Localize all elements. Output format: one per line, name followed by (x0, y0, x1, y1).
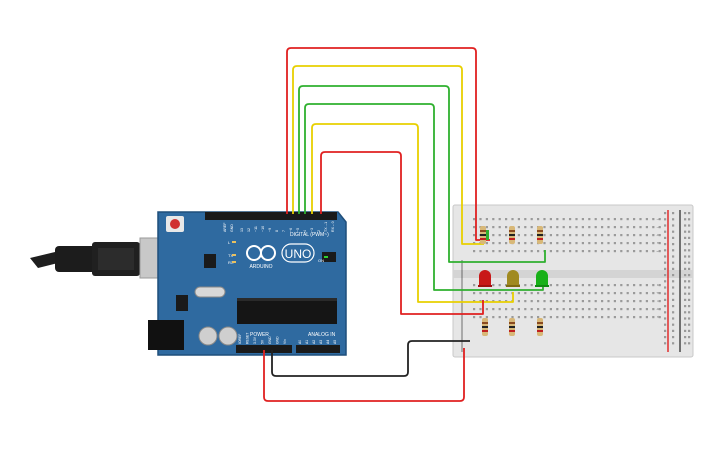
pin-label: 5V (261, 339, 265, 344)
resistor-3 (537, 226, 543, 244)
row-letter: i (655, 227, 660, 228)
row-letter: b (655, 307, 660, 310)
pin-label: 4 (303, 230, 307, 232)
bottom-resistors (482, 318, 543, 336)
pin-label: A3 (319, 340, 323, 344)
wire-green-pin11 (298, 85, 546, 263)
usb-cable (30, 237, 167, 279)
wires (263, 47, 546, 402)
aref-label: AREF (223, 223, 227, 232)
pin-label: ~10 (261, 226, 265, 232)
pin-label: ~6 (289, 228, 293, 232)
pin-label: 7 (282, 230, 286, 232)
pin-label: 13 (240, 228, 244, 232)
row-letter: c (655, 300, 660, 302)
arduino-logo-icon (246, 245, 276, 261)
leds (478, 270, 549, 287)
pin-label: ~11 (254, 226, 258, 232)
row-letter: e (655, 283, 660, 286)
led-yellow (506, 270, 520, 287)
row-letter: j (655, 219, 660, 221)
digital-header (205, 212, 337, 220)
l-label: L (228, 240, 231, 245)
pin-label: A0 (298, 340, 302, 344)
wire-yellow-pin12 (292, 65, 484, 245)
pin-label: GND (276, 336, 280, 344)
row-letter: d (655, 292, 660, 294)
on-label: ON (318, 258, 324, 263)
resistor-5 (509, 318, 515, 336)
power-header (236, 345, 292, 353)
pin-label: A2 (312, 340, 316, 344)
wire-yellow-pin9 (311, 123, 514, 303)
pin-label: GND (268, 336, 272, 344)
top-resistors (480, 226, 543, 244)
pin-label: A5 (333, 340, 337, 344)
dc-jack (148, 320, 184, 350)
pin-label: A1 (305, 340, 309, 344)
digital-label: DIGITAL (PWM~) (290, 232, 329, 238)
breadboard-row-letters: j i h g f e d c b a (655, 219, 660, 318)
pin-label: RESET (246, 333, 250, 344)
resistor-2 (509, 226, 515, 244)
row-letter: g (655, 242, 660, 244)
analog-label: ANALOG IN (308, 332, 336, 338)
breadboard-holes (473, 212, 691, 345)
atmega-chip (237, 298, 337, 324)
row-letter: h (655, 234, 660, 236)
wire-red-pin8 (320, 151, 484, 315)
rx-label: RX (228, 260, 234, 265)
pin-label: A4 (326, 340, 330, 344)
resistor-4 (482, 318, 488, 336)
pin-label: 3.3V (253, 336, 257, 344)
pin-label: 2 (317, 230, 321, 232)
row-letter: f (655, 250, 660, 252)
gnd-label: GND (230, 224, 234, 232)
resistor-1 (480, 226, 486, 244)
tx-label: TX (228, 253, 233, 258)
led-green (535, 270, 549, 287)
pin-label: IOREF (238, 334, 242, 344)
power-label: POWER (250, 332, 269, 338)
wire-red-pin13 (286, 47, 490, 241)
pin-label: RX←0 (331, 221, 335, 232)
pin-label: 8 (275, 230, 279, 232)
pin-label: ~5 (296, 228, 300, 232)
pin-label: ~9 (268, 228, 272, 232)
analog-header (296, 345, 340, 353)
wire-black-gnd (271, 340, 470, 377)
pin-label: 12 (247, 228, 251, 232)
model-label: UNO (285, 247, 312, 261)
wire-green-pin10 (304, 103, 544, 291)
wire-red-5v (263, 348, 465, 402)
resistor-6 (537, 318, 543, 336)
arduino-board: UNO ARDUINO DIGITAL (PWM~) POWER ANALOG … (148, 211, 347, 356)
brand-label: ARDUINO (249, 264, 272, 270)
led-red (478, 270, 492, 287)
pin-label: TX→1 (324, 222, 328, 232)
pin-label: ~3 (310, 228, 314, 232)
row-letter: a (655, 315, 660, 318)
pin-label: Vin (283, 339, 287, 344)
